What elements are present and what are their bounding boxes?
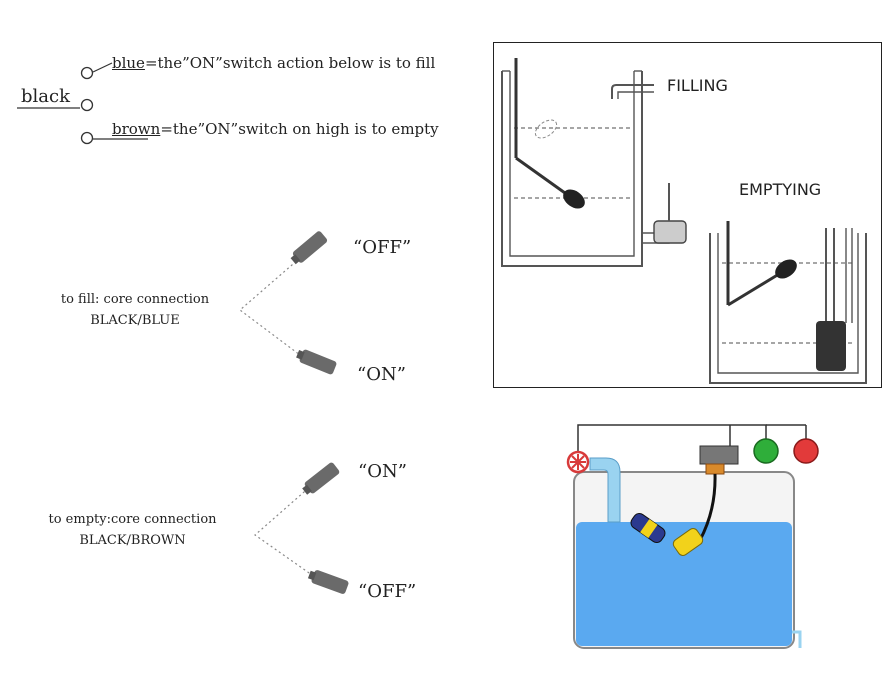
water — [576, 522, 792, 646]
fill-on-label: “ON” — [357, 364, 406, 385]
blue-terminal — [80, 66, 94, 80]
empty-caption-line2: BLACK/BROWN — [79, 533, 186, 548]
float-fill-on — [296, 349, 337, 375]
blue-wire-text: =the”ON”switch action below is to fill — [144, 54, 436, 72]
brown-wire-word: brown — [112, 120, 161, 138]
float-empty-off — [307, 570, 349, 594]
filling-float-ghost — [534, 119, 558, 139]
yellow-float — [672, 528, 704, 556]
red-lamp-icon — [793, 438, 819, 464]
empty-off-label: “OFF” — [358, 581, 417, 602]
fill-off-label: “OFF” — [353, 237, 412, 258]
filling-label: FILLING — [667, 76, 728, 95]
fill-caption: to fill: core connection BLACK/BLUE — [50, 292, 220, 328]
valve-icon — [566, 450, 590, 474]
green-lamp-icon — [753, 438, 779, 464]
empty-caption-line1: to empty:core connection — [48, 512, 217, 527]
switch-box — [699, 445, 739, 465]
brown-wire-text: =the”ON”switch on high is to empty — [160, 120, 439, 138]
fill-caption-line2: BLACK/BLUE — [90, 313, 180, 328]
blue-float — [630, 512, 666, 544]
black-wire-label: black — [21, 86, 70, 107]
empty-on-label: “ON” — [358, 461, 407, 482]
filling-tank — [501, 70, 687, 267]
brown-wire-description: brown=the”ON”switch on high is to empty — [112, 120, 439, 138]
emptying-float — [775, 259, 797, 279]
emptying-label: EMPTYING — [739, 180, 822, 199]
blue-wire-description: blue=the”ON”switch action below is to fi… — [112, 54, 435, 72]
float-fill-off — [290, 231, 328, 265]
filling-float — [563, 189, 585, 209]
fill-caption-line1: to fill: core connection — [60, 292, 210, 307]
empty-caption: to empty:core connection BLACK/BROWN — [45, 512, 220, 548]
submersible-pump — [816, 321, 846, 371]
float-empty-on — [302, 462, 340, 495]
tank-drawings — [501, 58, 867, 384]
black-terminal — [80, 98, 94, 112]
blue-wire-word: blue — [112, 54, 145, 72]
tank-diagrams-panel: FILLING EMPTYING — [493, 42, 882, 388]
brown-terminal — [80, 131, 94, 145]
